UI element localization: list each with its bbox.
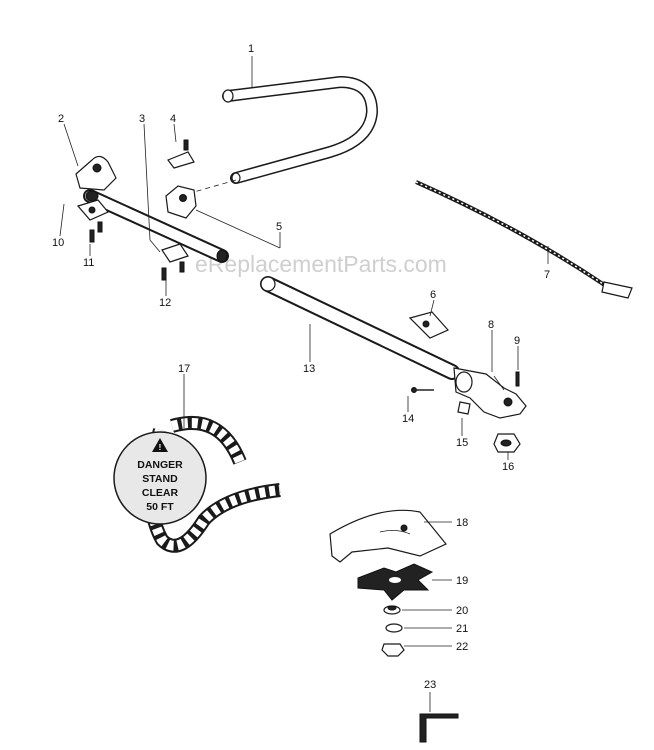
gear-head bbox=[453, 367, 527, 419]
shield-bracket bbox=[408, 311, 449, 339]
callout-8: 8 bbox=[488, 319, 494, 331]
handle-clamp-upper bbox=[75, 155, 117, 191]
screw-14 bbox=[411, 387, 434, 393]
callout-12: 12 bbox=[159, 297, 171, 309]
callout-1: 1 bbox=[248, 43, 254, 55]
clamp-plate-upper bbox=[167, 139, 195, 169]
leader-lines bbox=[59, 56, 549, 712]
callout-23: 23 bbox=[424, 679, 436, 691]
callout-5: 5 bbox=[276, 221, 282, 233]
danger-sign-line-4: 50 FT bbox=[146, 501, 174, 513]
cutter-blade bbox=[357, 563, 434, 601]
svg-text:!: ! bbox=[159, 443, 162, 452]
callout-4: 4 bbox=[170, 113, 176, 125]
main-shaft-tube bbox=[260, 276, 460, 380]
callout-10: 10 bbox=[52, 237, 64, 249]
nut-16 bbox=[493, 433, 521, 453]
callout-19: 19 bbox=[456, 575, 468, 587]
handle-clamp-lower bbox=[76, 199, 109, 243]
callout-20: 20 bbox=[456, 605, 468, 617]
callout-17: 17 bbox=[178, 363, 190, 375]
danger-sign-line-2: STAND bbox=[142, 473, 178, 485]
clamp-plate-lower bbox=[161, 243, 189, 281]
callout-3: 3 bbox=[139, 113, 145, 125]
wrench bbox=[419, 713, 459, 743]
callout-13: 13 bbox=[303, 363, 315, 375]
handle-bracket bbox=[165, 185, 197, 219]
callouts: 1 2 3 4 5 6 7 8 9 10 11 12 13 14 15 16 1… bbox=[52, 43, 550, 691]
danger-sign-line-3: CLEAR bbox=[142, 487, 179, 499]
callout-14: 14 bbox=[402, 413, 414, 425]
callout-11: 11 bbox=[83, 257, 94, 269]
danger-sign-line-1: DANGER bbox=[137, 459, 183, 471]
callout-22: 22 bbox=[456, 641, 468, 653]
danger-sign: ! DANGER STAND CLEAR 50 FT bbox=[113, 431, 207, 525]
blade-guard bbox=[329, 509, 447, 563]
watermark: eReplacementParts.com bbox=[195, 251, 447, 277]
callout-9: 9 bbox=[514, 335, 520, 347]
handle-shaft bbox=[83, 189, 229, 263]
nut-22 bbox=[381, 643, 405, 657]
loop-handle bbox=[222, 75, 379, 184]
callout-2: 2 bbox=[58, 113, 64, 125]
washer-21 bbox=[385, 623, 403, 633]
callout-18: 18 bbox=[456, 517, 468, 529]
callout-7: 7 bbox=[544, 269, 550, 281]
callout-6: 6 bbox=[430, 289, 436, 301]
callout-16: 16 bbox=[502, 461, 514, 473]
washer-20 bbox=[383, 605, 401, 615]
drive-shaft bbox=[415, 180, 633, 299]
callout-21: 21 bbox=[456, 623, 468, 635]
callout-15: 15 bbox=[456, 437, 468, 449]
clip-15 bbox=[457, 401, 471, 415]
